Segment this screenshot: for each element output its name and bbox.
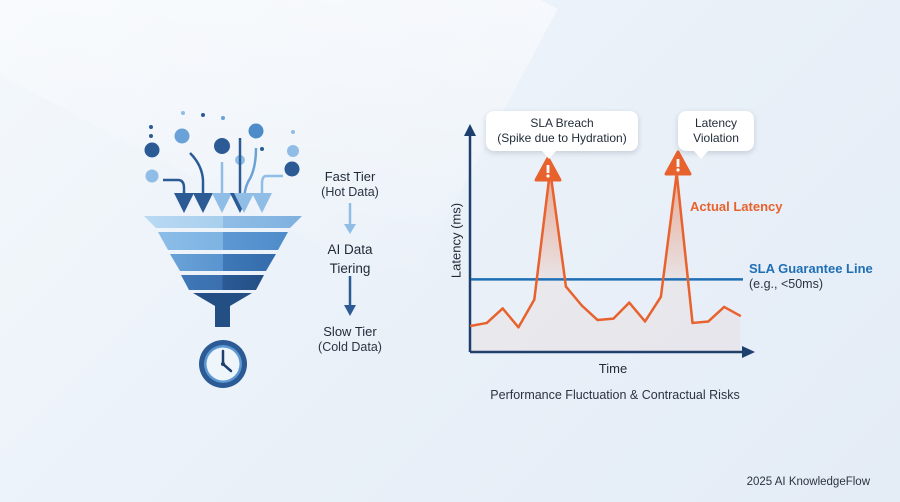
particle (287, 145, 299, 157)
fast-tier-label: Fast Tier (324, 169, 376, 184)
sla-breach-subtitle: (Spike due to Hydration) (497, 131, 627, 145)
data-particles (144, 111, 300, 183)
particle (149, 125, 153, 129)
latency-point (485, 321, 489, 325)
funnel-spout (215, 305, 230, 327)
warning-icon (534, 156, 562, 182)
latency-point (691, 321, 694, 325)
slow-tier-label: Slow Tier (323, 324, 377, 339)
inflow-arrow (163, 178, 194, 213)
particle (260, 147, 264, 151)
inflow-arrow (234, 147, 258, 213)
particle (284, 161, 300, 177)
latency-point (533, 298, 536, 301)
particle (174, 128, 190, 144)
particle (181, 111, 185, 115)
latency-point (580, 304, 583, 307)
particle (221, 116, 225, 120)
particle (144, 142, 160, 158)
latency-point (596, 318, 599, 322)
inflow-arrows (163, 138, 283, 213)
latency-point (501, 307, 504, 310)
clock-icon (199, 340, 247, 388)
latency-point (628, 301, 631, 304)
funnel-spout (193, 293, 252, 306)
slow-tier-subtitle: (Cold Data) (318, 340, 382, 354)
arrow-down-icon (344, 305, 356, 316)
latency-point (738, 314, 742, 317)
tier-flow-arrows (344, 203, 356, 316)
x-axis-arrowhead (742, 346, 755, 358)
particle (201, 113, 205, 117)
footer-credit: 2025 AI KnowledgeFlow (746, 476, 870, 488)
chart-marks (469, 169, 743, 352)
latency-point (722, 305, 726, 309)
latency-point (612, 317, 615, 320)
latency-point (564, 285, 568, 288)
y-axis-arrowhead (464, 124, 476, 136)
sla-breach-title: SLA Breach (530, 116, 594, 130)
warning-icon (664, 150, 692, 176)
chart-axes (464, 124, 755, 358)
particle (145, 169, 159, 183)
spike-shade (663, 173, 688, 280)
funnel-layer (181, 275, 264, 290)
latency-point (643, 320, 647, 323)
funnel-layer (170, 254, 276, 271)
chart-caption: Performance Fluctuation & Contractual Ri… (490, 388, 740, 402)
sla-line-note: (e.g., <50ms) (749, 277, 823, 291)
particle (248, 123, 264, 139)
sla-breach-callout: SLA Breach (Spike due to Hydration) (486, 111, 638, 159)
inflow-arrow (252, 174, 283, 213)
latency-point (659, 295, 663, 298)
sla-line-label: SLA Guarantee Line (749, 261, 873, 276)
latency-point (469, 324, 473, 328)
y-axis-label: Latency (ms) (448, 202, 464, 279)
latency-violation-callout: Latency Violation (678, 111, 754, 159)
funnel-layer (144, 216, 302, 228)
ai-tiering-line1: AI Data (327, 242, 373, 257)
particle (214, 138, 230, 154)
latency-violation-line2: Violation (693, 131, 739, 145)
ai-tiering-line2: Tiering (329, 261, 371, 276)
spike-shade (536, 170, 565, 280)
actual-latency-line (470, 169, 741, 329)
x-axis-label: Time (598, 361, 628, 376)
funnel-icon (144, 216, 302, 327)
particle (149, 134, 153, 138)
ai-tiering-label: AI Data Tiering (290, 240, 410, 278)
latency-violation-line1: Latency (694, 116, 738, 130)
arrow-down-icon (344, 224, 356, 234)
actual-latency-label: Actual Latency (690, 199, 783, 214)
latency-point (517, 326, 520, 329)
particle (291, 130, 295, 134)
latency-area (471, 170, 740, 352)
fast-tier-subtitle: (Hot Data) (321, 185, 379, 199)
latency-point (707, 320, 710, 323)
funnel-layer (158, 232, 288, 250)
inflow-arrow (189, 152, 213, 213)
